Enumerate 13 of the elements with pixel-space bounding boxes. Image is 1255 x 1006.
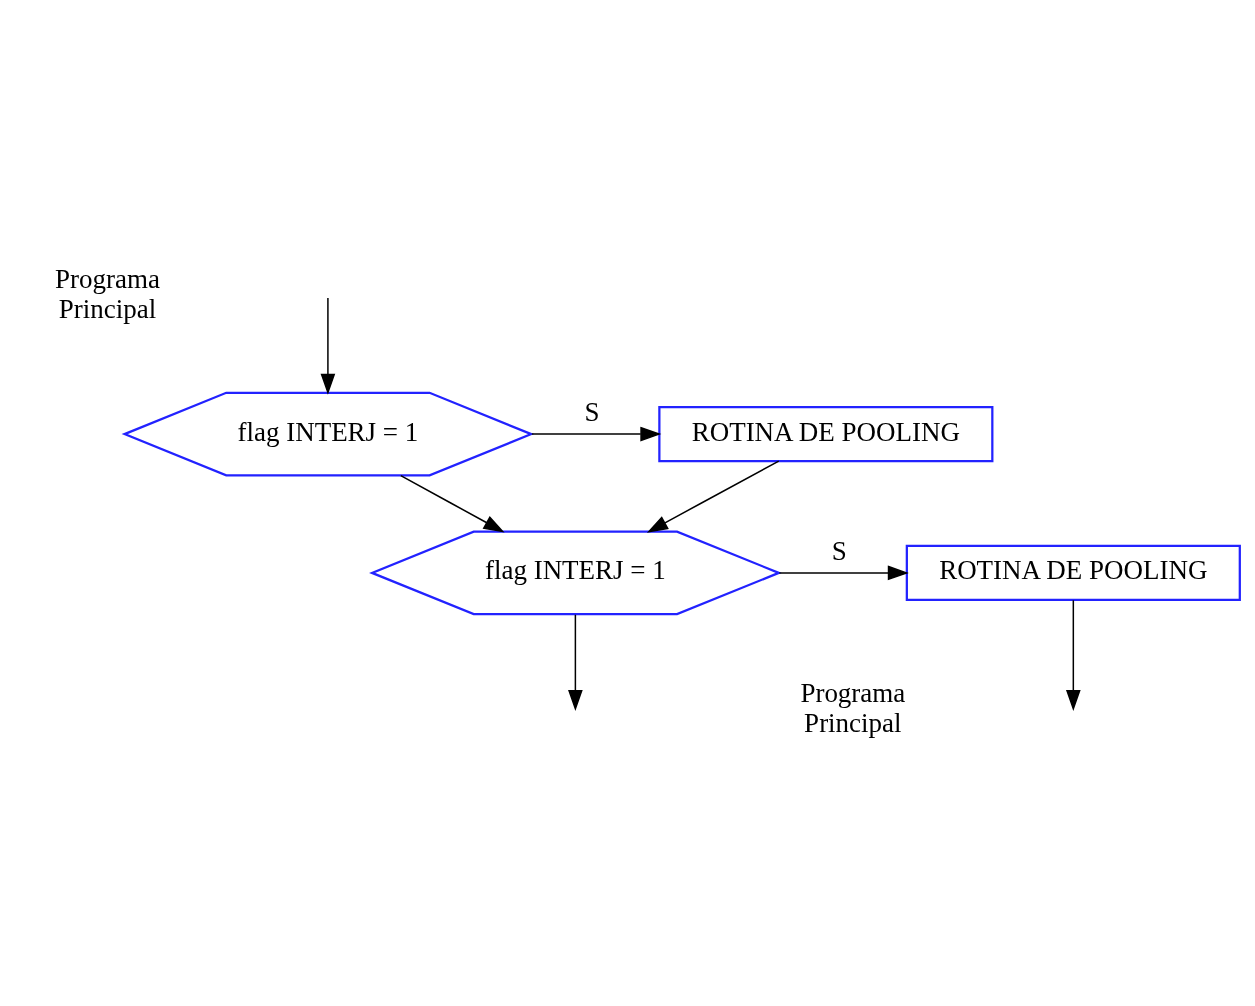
node-box: ROTINA DE POOLING (658, 405, 994, 462)
label: Programa Principal (54, 263, 160, 324)
edge-label: S (831, 535, 847, 566)
edge-label: S (584, 396, 600, 427)
arrow (568, 613, 583, 711)
arrow (531, 426, 662, 441)
label: Programa Principal (800, 677, 906, 738)
arrow (320, 296, 336, 395)
arrow (778, 565, 909, 580)
node-box: ROTINA DE POOLING (905, 544, 1241, 601)
arrow (1065, 599, 1081, 711)
arrow (400, 474, 505, 533)
arrow (646, 459, 780, 533)
